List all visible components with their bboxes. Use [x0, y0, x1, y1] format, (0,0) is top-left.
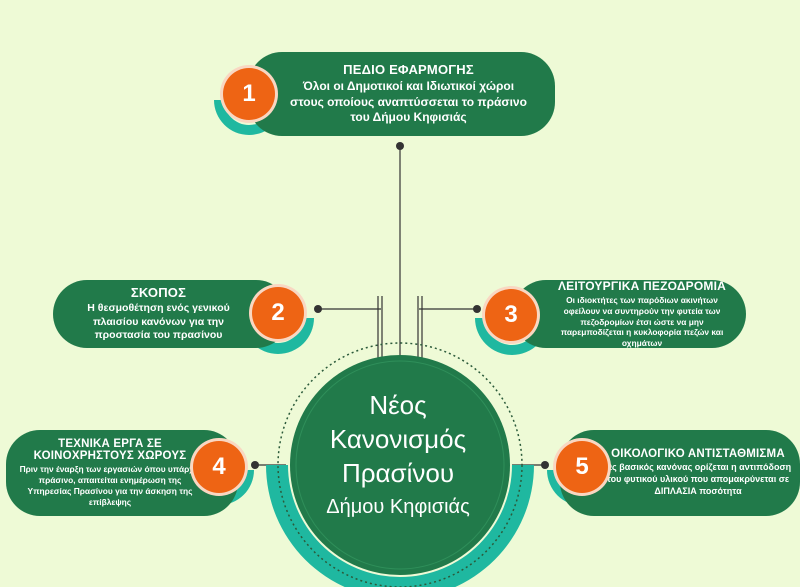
node-4-text: Πριν την έναρξη των εργασιών όπου υπάρχε… — [19, 464, 201, 507]
node-1-title: ΠΕΔΙΟ ΕΦΑΡΜΟΓΗΣ — [343, 62, 474, 78]
center-crescent — [266, 465, 534, 587]
center-circle — [290, 355, 510, 575]
node-2-number-badge: 2 — [252, 287, 304, 339]
node-2-text: Η θεσμοθέτηση ενός γενικού πλαισίου κανό… — [87, 302, 230, 342]
node-3-title: ΛΕΙΤΟΥΡΓΙΚΑ ΠΕΖΟΔΡΟΜΙΑ — [557, 278, 727, 293]
node-3-text: Οι ιδιοκτήτες των παρόδιων ακινήτων οφεί… — [560, 294, 724, 349]
center-dashed-ring — [277, 342, 523, 587]
node-5-box: ΟΙΚΟΛΟΓΙΚΟ ΑΝΤΙΣΤΑΘΜΙΣΜΑ Ως βασικός κανό… — [560, 430, 800, 516]
node-3-number-badge: 3 — [485, 289, 537, 341]
connector-dot-2 — [314, 305, 322, 313]
connector-dot-5 — [541, 461, 549, 469]
node-1-text: Όλοι οι Δημοτικοί και Ιδιωτικοί χώροι στ… — [290, 79, 527, 125]
node-3-box: ΛΕΙΤΟΥΡΓΙΚΑ ΠΕΖΟΔΡΟΜΙΑ Οι ιδιοκτήτες των… — [512, 278, 746, 349]
node-5-title: ΟΙΚΟΛΟΓΙΚΟ ΑΝΤΙΣΤΑΘΜΙΣΜΑ — [611, 448, 785, 461]
center-title-line-3: Πρασίνου — [341, 458, 455, 488]
node-1-box: ΠΕΔΙΟ ΕΦΑΡΜΟΓΗΣ Όλοι οι Δημοτικοί και Ιδ… — [248, 52, 555, 136]
connector-dot-3 — [473, 305, 481, 313]
connector-dot-1 — [396, 142, 404, 150]
node-5-number-badge: 5 — [556, 441, 608, 493]
center-title-line-1: Νέος — [369, 390, 427, 420]
badge-crescent-3 — [475, 318, 549, 355]
center-title: Νέος Κανονισμός Πρασίνου Δήμου Κηφισιάς — [300, 388, 496, 522]
node-2-title: ΣΚΟΠΟΣ — [130, 285, 187, 301]
center-title-line-4: Δήμου Κηφισιάς — [326, 496, 470, 518]
node-1-number-badge: 1 — [223, 68, 275, 120]
connector-dot-4 — [251, 461, 259, 469]
node-4-number-badge: 4 — [193, 441, 245, 493]
node-4-title: ΤΕΧΝΙΚΑ ΕΡΓΑ ΣΕ ΚΟΙΝΟΧΡΗΣΤΟΥΣ ΧΩΡΟΥΣ — [33, 438, 187, 463]
node-2-box: ΣΚΟΠΟΣ Η θεσμοθέτηση ενός γενικού πλαισί… — [53, 280, 290, 348]
center-title-line-2: Κανονισμός — [329, 424, 467, 454]
center-circle-inner-ring — [295, 360, 505, 570]
node-5-text: Ως βασικός κανόνας ορίζεται η αντιπόδοση… — [604, 462, 792, 496]
